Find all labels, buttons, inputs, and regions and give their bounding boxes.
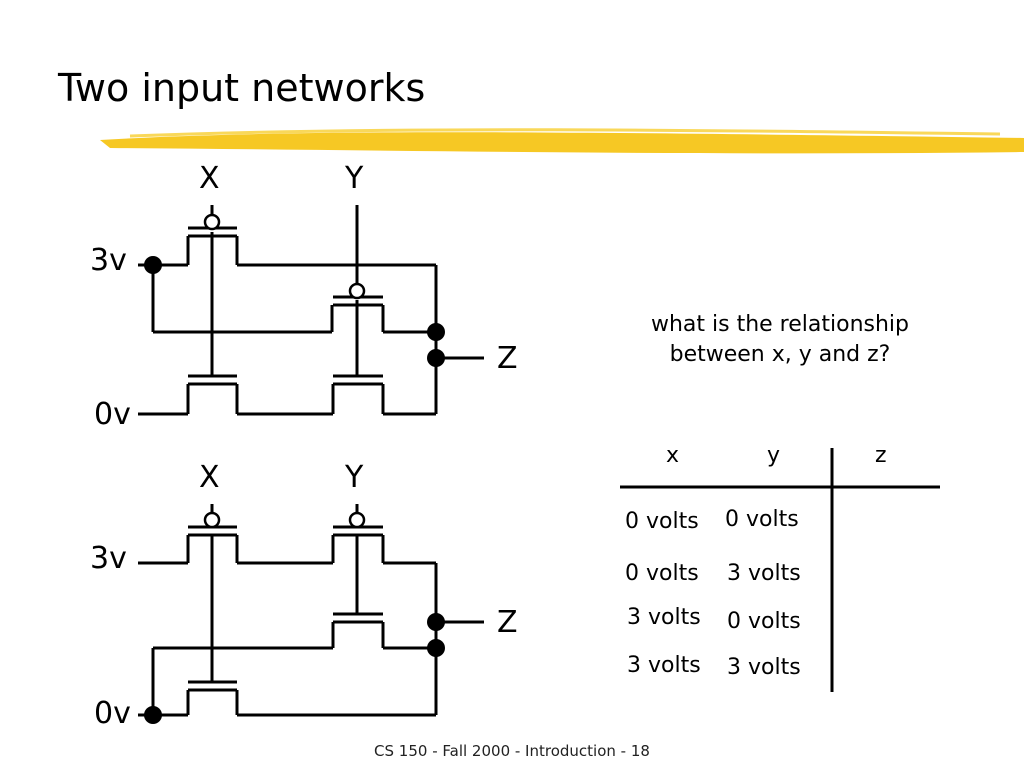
junction-dot (144, 256, 162, 274)
table-cell: 3 volts (627, 605, 701, 630)
pmos-y-bubble-top (348, 282, 366, 300)
top-y-label: Y (344, 161, 364, 196)
bottom-output-label: Z (497, 605, 518, 640)
table-cell: 0 volts (725, 507, 799, 532)
top-supply-label: 3v (90, 243, 127, 278)
slide-footer: CS 150 - Fall 2000 - Introduction - 18 (374, 742, 650, 760)
top-ground-label: 0v (94, 397, 131, 432)
table-header-z: z (875, 443, 887, 468)
bottom-y-label: Y (344, 460, 364, 495)
slide-title: Two input networks (58, 66, 426, 110)
junction-dot (427, 639, 445, 657)
table-header-y: y (767, 443, 781, 468)
pmos-x-bubble-top (203, 213, 221, 231)
question-text: what is the relationship between x, y an… (650, 312, 910, 367)
table-cell: 3 volts (627, 653, 701, 678)
table-cell: 3 volts (727, 655, 801, 680)
title-highlight (100, 128, 1024, 154)
bottom-x-label: X (199, 460, 220, 495)
top-output-label: Z (497, 341, 518, 376)
junction-dot (427, 349, 445, 367)
table-cell: 0 volts (625, 561, 699, 586)
bottom-supply-label: 3v (90, 541, 127, 576)
pmos-x-bubble-bottom (203, 511, 221, 529)
junction-dot (427, 613, 445, 631)
table-header-x: x (666, 443, 680, 468)
table-cell: 3 volts (727, 561, 801, 586)
junction-dot (144, 706, 162, 724)
top-x-label: X (199, 161, 220, 196)
pmos-y-bubble-bottom (348, 511, 366, 529)
table-cell: 0 volts (727, 609, 801, 634)
junction-dot (427, 323, 445, 341)
table-cell: 0 volts (625, 509, 699, 534)
bottom-ground-label: 0v (94, 696, 131, 731)
